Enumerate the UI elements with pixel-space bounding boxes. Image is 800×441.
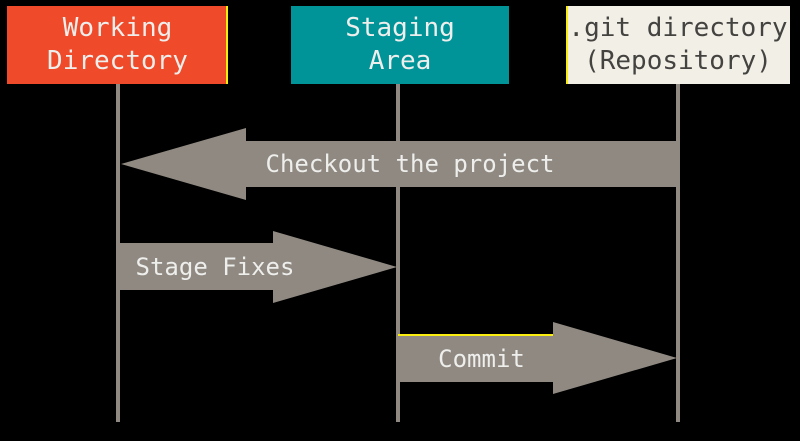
- staging-area-label-line1: Staging: [345, 13, 455, 43]
- commit-arrowhead-icon: [553, 322, 677, 394]
- commit-arrow-label: Commit: [438, 345, 525, 373]
- git-directory-lifeline: [676, 84, 680, 422]
- git-directory-label-line2: (Repository): [584, 46, 772, 76]
- git-directory-label-line1: .git directory: [568, 13, 788, 43]
- yellow-edge-highlight: [226, 6, 228, 84]
- stage-fixes-arrowhead-icon: [273, 231, 397, 303]
- checkout-arrowhead-icon: [121, 128, 246, 200]
- box-staging-area: Staging Area: [291, 6, 509, 84]
- staging-area-lifeline: [396, 84, 400, 422]
- stage-fixes-arrow-shaft: [119, 243, 273, 290]
- box-git-directory: .git directory (Repository): [566, 6, 790, 84]
- staging-area-label-line2: Area: [368, 46, 432, 76]
- working-directory-label-line1: Working: [62, 13, 173, 43]
- checkout-arrow-label: Checkout the project: [265, 150, 555, 178]
- box-working-directory: Working Directory: [7, 6, 228, 84]
- stage-fixes-arrow-label: Stage Fixes: [135, 252, 295, 281]
- working-directory-label-line2: Directory: [47, 46, 188, 76]
- working-directory-lifeline: [116, 84, 120, 422]
- yellow-edge-highlight: [566, 6, 568, 84]
- checkout-arrow-shaft: [245, 141, 677, 187]
- commit-arrow-shaft: [398, 336, 553, 382]
- commit-arrow-yellow-line: [398, 334, 553, 336]
